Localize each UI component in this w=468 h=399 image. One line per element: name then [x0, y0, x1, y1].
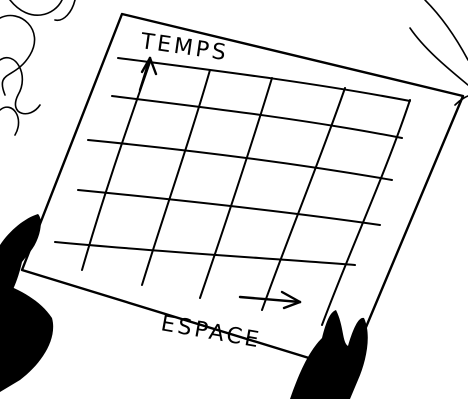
grid-row-line-2 [112, 96, 402, 138]
grid-col-line-5 [322, 100, 410, 325]
grid-row-line-5 [55, 242, 355, 265]
space-axis-arrow [240, 292, 300, 308]
background-scribbles [0, 0, 468, 135]
left-hand-lower [0, 282, 53, 392]
right-hand [290, 310, 368, 399]
space-time-grid [55, 58, 410, 325]
grid-row-line-3 [88, 140, 392, 180]
grid-row-line-4 [78, 190, 380, 225]
grid-row-line-1 [118, 58, 410, 101]
space-axis-label: ESPACE [159, 311, 263, 353]
